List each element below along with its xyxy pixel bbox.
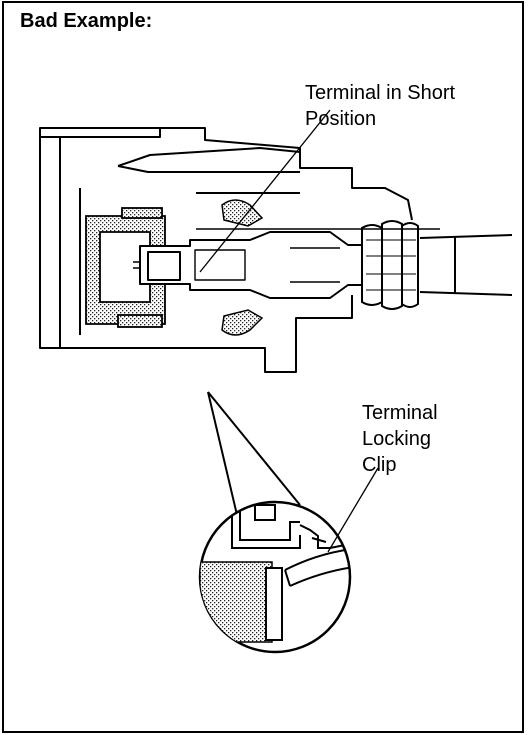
terminal	[133, 231, 363, 299]
retainer-sections	[221, 199, 264, 336]
leader-terminal-short	[199, 109, 331, 273]
cable-seal	[361, 220, 419, 310]
figure-heading: Bad Example:	[20, 10, 153, 32]
callout-line: Position	[305, 108, 377, 130]
callout-line: Clip	[362, 454, 397, 476]
callout-terminal-locking-clip: Terminal Locking Clip	[362, 400, 438, 478]
cable	[419, 234, 513, 296]
connector-housing	[39, 127, 413, 373]
callout-line: Terminal in Short	[305, 82, 456, 104]
callout-terminal-short-position: Terminal in Short Position	[305, 80, 455, 132]
leader-locking-clip	[327, 467, 379, 553]
front-insert	[85, 207, 166, 328]
callout-line: Locking	[362, 428, 431, 450]
detail-magnifier	[198, 500, 352, 654]
magnify-pointer	[207, 391, 301, 516]
callout-line: Terminal	[362, 402, 438, 424]
